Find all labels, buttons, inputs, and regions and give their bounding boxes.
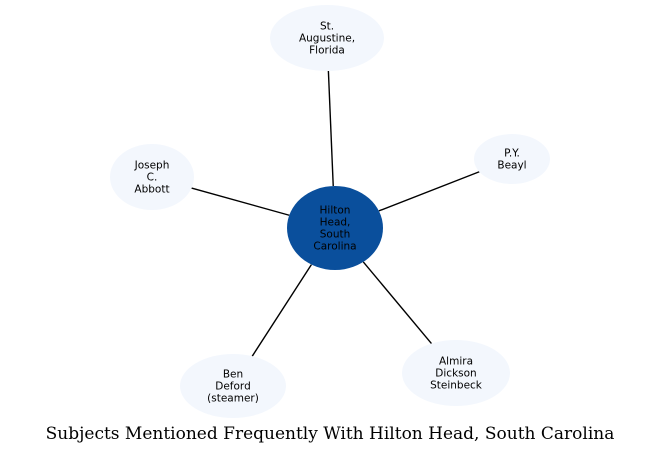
edge-center-py-beayl bbox=[378, 171, 480, 212]
node-label-line: P.Y. bbox=[504, 148, 520, 160]
node-ellipse bbox=[110, 144, 194, 210]
node-label-line: Head, bbox=[320, 217, 351, 229]
edge-center-joseph-abbott bbox=[191, 187, 290, 216]
node-label-line: Beayl bbox=[497, 160, 526, 172]
edge-center-st-augustine bbox=[327, 70, 334, 187]
node-label-line: St. bbox=[320, 21, 334, 33]
node-label-line: Florida bbox=[309, 45, 345, 57]
node-py-beayl[interactable]: P.Y.Beayl bbox=[474, 134, 550, 184]
node-label-line: Ben bbox=[223, 369, 243, 381]
node-label-line: Deford bbox=[215, 381, 250, 393]
node-label-line: Almira bbox=[439, 356, 473, 368]
edge-center-ben-deford bbox=[251, 264, 312, 357]
node-ellipse bbox=[402, 340, 510, 406]
diagram-caption: Subjects Mentioned Frequently With Hilto… bbox=[45, 424, 615, 444]
node-ellipse bbox=[180, 354, 286, 418]
node-label-line: Abbott bbox=[134, 184, 169, 196]
node-ellipse bbox=[474, 134, 550, 184]
node-ellipse bbox=[270, 5, 384, 71]
graph-nodes: St.Augustine,FloridaP.Y.BeaylJosephC.Abb… bbox=[110, 5, 550, 418]
node-label-line: Steinbeck bbox=[430, 380, 483, 392]
edge-center-almira-steinbeck bbox=[362, 261, 433, 345]
center-node-ellipse bbox=[287, 186, 383, 270]
graph-edges bbox=[191, 70, 480, 357]
node-label-line: Carolina bbox=[313, 241, 356, 253]
node-label-line: Augustine, bbox=[299, 33, 355, 45]
node-label-line: Hilton bbox=[320, 205, 351, 217]
node-label-line: South bbox=[320, 229, 351, 241]
node-label-line: C. bbox=[147, 172, 158, 184]
node-label-line: Dickson bbox=[435, 368, 476, 380]
node-label-line: (steamer) bbox=[207, 393, 259, 405]
node-label-line: Joseph bbox=[134, 160, 170, 172]
node-st-augustine[interactable]: St.Augustine,Florida bbox=[270, 5, 384, 71]
